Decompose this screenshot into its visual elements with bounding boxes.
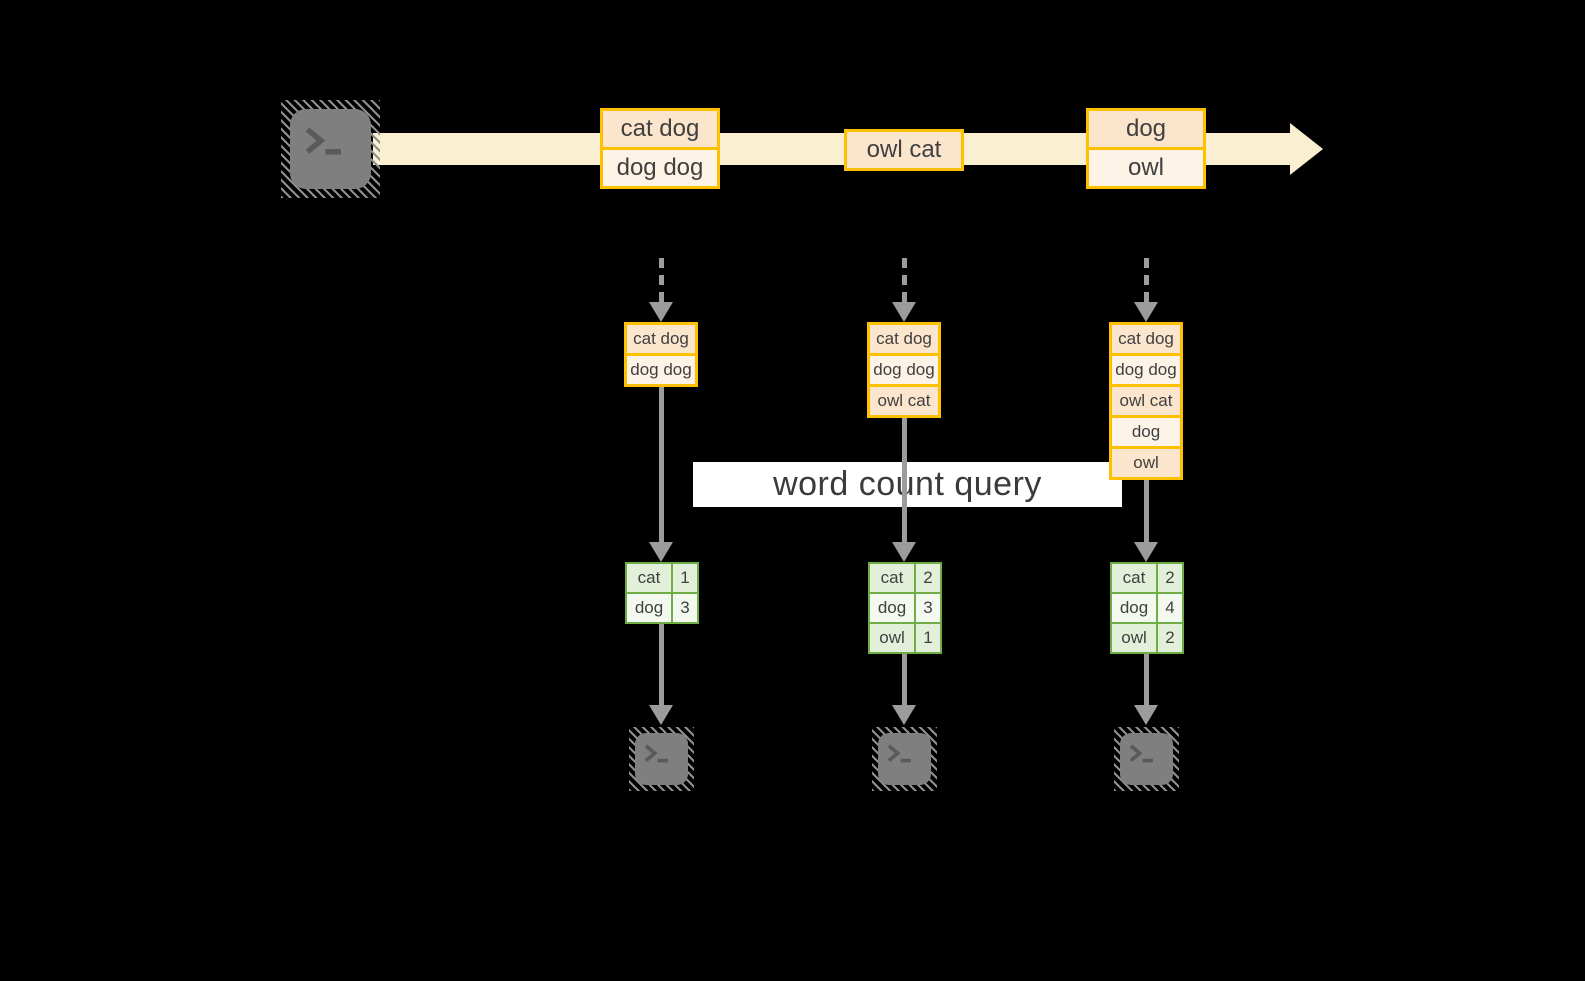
sink-terminal-icon xyxy=(1114,727,1179,791)
query-connector-arrowhead-icon xyxy=(649,542,673,562)
micro-batch-trigger-arrow xyxy=(659,258,664,302)
query-connector-arrowhead-icon xyxy=(892,542,916,562)
micro-batch-trigger-arrow xyxy=(1144,258,1149,302)
stream-batch: owl cat xyxy=(844,129,964,171)
micro-batch-trigger-arrowhead-icon xyxy=(649,302,673,322)
sink-terminal-icon xyxy=(872,727,937,791)
word-count-cell: cat xyxy=(627,564,671,592)
word-count-cell: 2 xyxy=(916,564,940,592)
query-label-box: word count query xyxy=(693,462,1122,507)
sink-connector-line xyxy=(902,654,907,705)
query-label-text: word count query xyxy=(773,465,1042,503)
word-count-cell: 2 xyxy=(1158,564,1182,592)
stream-record: dog xyxy=(1089,111,1203,147)
stream-timeline-arrowhead-icon xyxy=(1290,123,1323,175)
terminal-screen xyxy=(1119,732,1174,786)
stream-record: owl xyxy=(1089,147,1203,186)
query-connector-line xyxy=(1144,480,1149,542)
sink-connector-arrowhead-icon xyxy=(892,705,916,725)
micro-batch-record: dog dog xyxy=(627,353,695,384)
micro-batch-record: dog xyxy=(1112,415,1180,446)
word-count-cell: 1 xyxy=(673,564,697,592)
micro-batch-trigger-arrowhead-icon xyxy=(892,302,916,322)
word-count-cell: cat xyxy=(870,564,914,592)
query-connector-line xyxy=(659,387,664,542)
micro-batch-trigger-arrow xyxy=(902,258,907,302)
micro-batch-record: owl cat xyxy=(1112,384,1180,415)
terminal-screen xyxy=(634,732,689,786)
terminal-prompt-icon xyxy=(305,127,341,155)
terminal-screen xyxy=(289,108,372,190)
query-connector-arrowhead-icon xyxy=(1134,542,1158,562)
micro-batch-trigger-arrowhead-icon xyxy=(1134,302,1158,322)
sink-connector-line xyxy=(1144,654,1149,705)
word-count-cell: dog xyxy=(1112,594,1156,622)
micro-batch-record: cat dog xyxy=(627,325,695,353)
word-count-cell: owl xyxy=(870,624,914,652)
terminal-prompt-icon xyxy=(645,744,669,763)
stream-record: owl cat xyxy=(847,132,961,168)
word-count-cell: 3 xyxy=(916,594,940,622)
word-count-cell: cat xyxy=(1112,564,1156,592)
word-count-cell: dog xyxy=(627,594,671,622)
word-count-cell: owl xyxy=(1112,624,1156,652)
micro-batch-record: dog dog xyxy=(1112,353,1180,384)
terminal-prompt-icon xyxy=(888,744,912,763)
stream-record: cat dog xyxy=(603,111,717,147)
sink-connector-line xyxy=(659,624,664,705)
source-terminal-icon xyxy=(281,100,380,198)
word-count-cell: 4 xyxy=(1158,594,1182,622)
micro-batch-record: dog dog xyxy=(870,353,938,384)
query-connector-line xyxy=(902,418,907,542)
terminal-screen xyxy=(877,732,932,786)
sink-terminal-icon xyxy=(629,727,694,791)
sink-connector-arrowhead-icon xyxy=(1134,705,1158,725)
micro-batch-record: owl cat xyxy=(870,384,938,415)
stream-record: dog dog xyxy=(603,147,717,186)
micro-batch-record: cat dog xyxy=(1112,325,1180,353)
micro-batch-record: cat dog xyxy=(870,325,938,353)
word-count-cell: 3 xyxy=(673,594,697,622)
sink-connector-arrowhead-icon xyxy=(649,705,673,725)
word-count-cell: 1 xyxy=(916,624,940,652)
micro-batch-record: owl xyxy=(1112,446,1180,477)
terminal-prompt-icon xyxy=(1130,744,1154,763)
word-count-cell: dog xyxy=(870,594,914,622)
word-count-cell: 2 xyxy=(1158,624,1182,652)
